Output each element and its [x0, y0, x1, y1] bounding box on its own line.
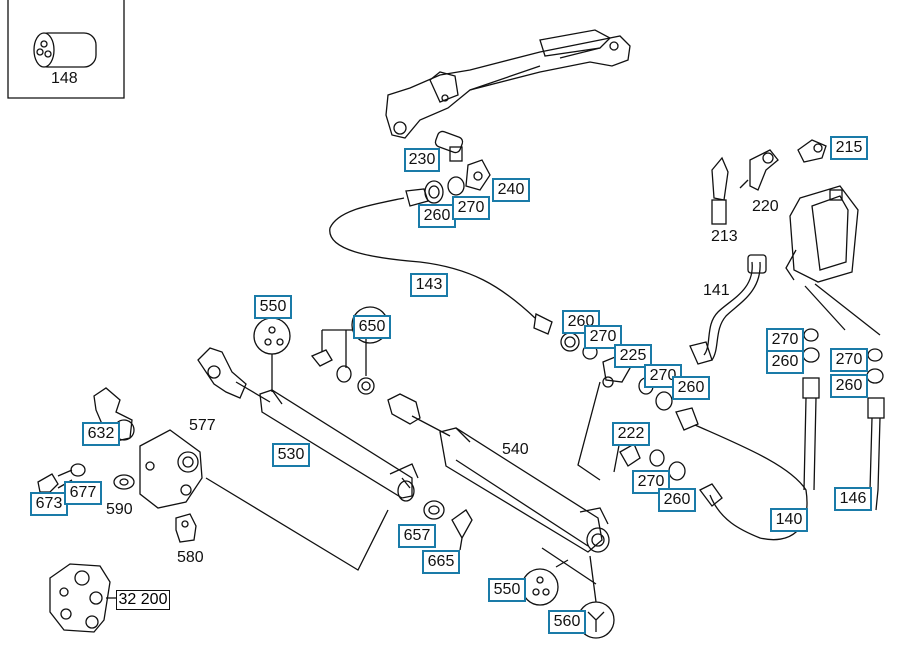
cylinder-540 [387, 393, 610, 553]
fittings-230-240 [424, 130, 491, 204]
label-148: 148 [51, 70, 78, 87]
hose-143-end-bottom [533, 313, 553, 335]
part-148-drawing [33, 32, 97, 68]
part-label-550-top[interactable]: 550 [254, 295, 292, 319]
inset-frame [7, 0, 125, 99]
label-540: 540 [502, 441, 529, 458]
label-590: 590 [106, 501, 133, 518]
part-label-260-right-b[interactable]: 260 [830, 374, 868, 398]
pump-block [785, 185, 859, 283]
part-label-657[interactable]: 657 [398, 524, 436, 548]
label-220: 220 [752, 198, 779, 215]
part-label-550-bottom[interactable]: 550 [488, 578, 526, 602]
part-label-270-right-a[interactable]: 270 [766, 328, 804, 352]
hose-143-end-top [405, 188, 429, 207]
part-label-560[interactable]: 560 [548, 610, 586, 634]
part-label-260[interactable]: 260 [418, 204, 456, 228]
pipe-141 [703, 261, 753, 356]
part-label-270-right-b[interactable]: 270 [830, 348, 868, 372]
label-213: 213 [711, 228, 738, 245]
label-141: 141 [703, 282, 730, 299]
upper-bracket-drawing [385, 29, 631, 139]
part-label-260-valve[interactable]: 260 [672, 376, 710, 400]
part-label-260-lower[interactable]: 260 [658, 488, 696, 512]
part-label-215[interactable]: 215 [830, 136, 868, 160]
part-label-632[interactable]: 632 [82, 422, 120, 446]
part-label-222[interactable]: 222 [612, 422, 650, 446]
part-label-530[interactable]: 530 [272, 443, 310, 467]
leader-577 [205, 477, 389, 571]
part-label-677[interactable]: 677 [64, 481, 102, 505]
label-577: 577 [189, 417, 216, 434]
part-label-665[interactable]: 665 [422, 550, 460, 574]
label-580: 580 [177, 549, 204, 566]
part-label-143[interactable]: 143 [410, 273, 448, 297]
label-32200: 32 200 [116, 590, 170, 610]
part-label-260-right-a[interactable]: 260 [766, 350, 804, 374]
part-label-270[interactable]: 270 [452, 196, 490, 220]
part-label-673[interactable]: 673 [30, 492, 68, 516]
part-label-230[interactable]: 230 [404, 148, 440, 172]
cylinder-530 [197, 347, 419, 502]
part-label-240[interactable]: 240 [492, 178, 530, 202]
part-label-146[interactable]: 146 [834, 487, 872, 511]
part-label-140[interactable]: 140 [770, 508, 808, 532]
part-label-270-lower[interactable]: 270 [632, 470, 670, 494]
hose-143 [329, 197, 536, 319]
part-label-650[interactable]: 650 [353, 315, 391, 339]
